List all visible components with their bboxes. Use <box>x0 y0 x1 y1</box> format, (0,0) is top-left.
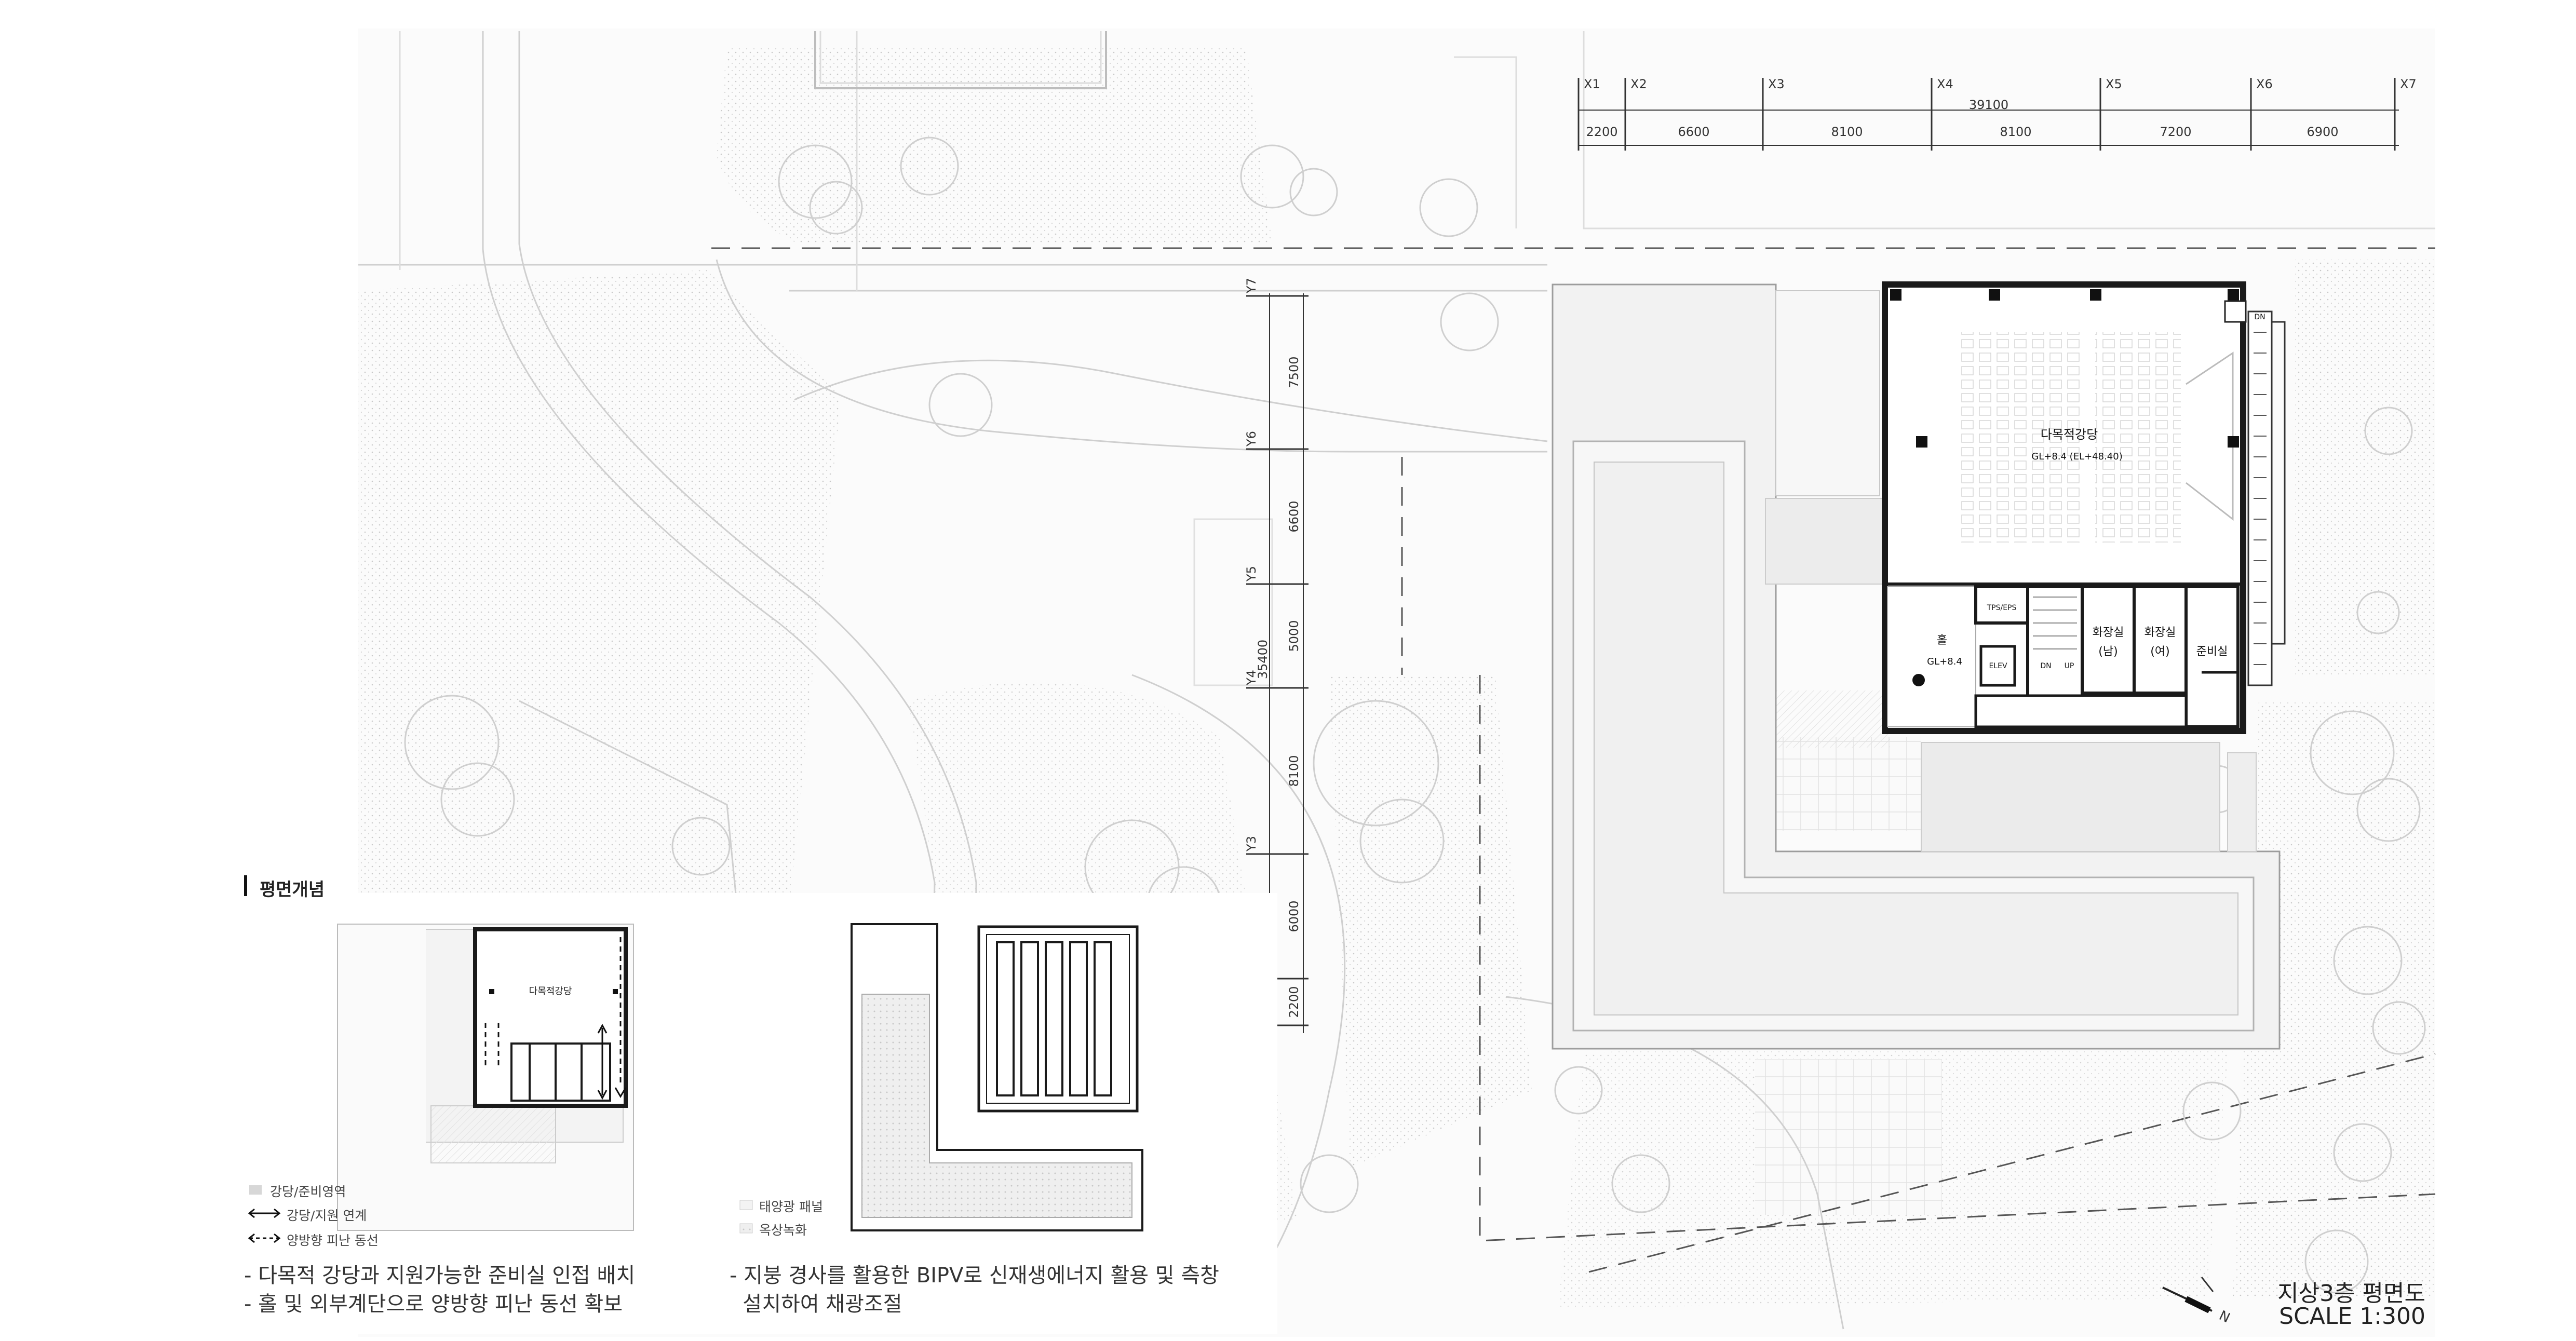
label-dn-stair: DN <box>2254 313 2265 321</box>
grid-x-span-2: 6600 <box>1678 125 1709 139</box>
legend-text-green: 옥상녹화 <box>759 1223 807 1238</box>
grid-y7: Y7 <box>1244 278 1259 294</box>
drawing-title: 지상3층 평면도 <box>2277 1280 2425 1307</box>
room-auditorium: 다목적강당 <box>2041 427 2098 442</box>
room-prep: 준비실 <box>2196 645 2228 658</box>
legend-item-green: 옥상녹화 <box>759 1220 807 1239</box>
grid-x6: X6 <box>2256 77 2273 91</box>
grid-x3: X3 <box>1768 77 1785 91</box>
grid-y-span-4: 8100 <box>1287 755 1301 787</box>
grid-x4: X4 <box>1937 77 1953 91</box>
legend-item-evac: 양방향 피난 동선 <box>287 1230 379 1249</box>
room-tps: TPS/EPS <box>1987 604 2017 612</box>
grid-y-total: 35400 <box>1256 640 1270 679</box>
site-boundary <box>711 247 2436 1273</box>
room-toilet-m-sub: (남) <box>2098 645 2118 658</box>
level-hall: GL+8.4 <box>1927 656 1962 667</box>
l-shaped-building <box>1552 283 2281 1050</box>
grid-y-span-3: 5000 <box>1287 620 1301 652</box>
legend-panel-swatch <box>739 1200 753 1210</box>
grid-x-dimensions <box>1577 78 2399 151</box>
grid-y-span-6: 2200 <box>1287 986 1301 1018</box>
concept-diagram-plan: 다목적강당 <box>337 924 634 1231</box>
grid-x-span-3: 8100 <box>1831 125 1863 139</box>
level-auditorium: GL+8.4 (EL+48.40) <box>2031 451 2122 462</box>
legend-symbols <box>248 1185 753 1243</box>
grid-x-span-1: 2200 <box>1586 125 1617 139</box>
grid-y4: Y4 <box>1244 670 1259 686</box>
legend-text-evac: 양방향 피난 동선 <box>287 1233 379 1248</box>
concept-plan-label: 다목적강당 <box>529 986 572 997</box>
label-up: UP <box>2065 662 2074 670</box>
legend-text-area: 강당/준비영역 <box>270 1184 346 1199</box>
roof-note-1: - 지붕 경사를 활용한 BIPV로 신재생에너지 활용 및 측창 <box>730 1264 1219 1288</box>
north-arrow-icon: N <box>2162 1277 2232 1326</box>
legend-text-solar: 태양광 패널 <box>759 1199 823 1214</box>
room-toilet-f-sub: (여) <box>2150 645 2169 658</box>
legend-item-link: 강당/지원 연계 <box>287 1205 367 1224</box>
legend-text-link: 강당/지원 연계 <box>287 1208 367 1223</box>
legend-item-solar: 태양광 패널 <box>759 1197 823 1215</box>
room-hall: 홀 <box>1937 634 1947 647</box>
grid-x-span-6: 6900 <box>2307 125 2338 139</box>
room-elev: ELEV <box>1989 662 2007 670</box>
legend-item-area: 강당/준비영역 <box>270 1182 346 1200</box>
drawing-scale: SCALE 1:300 <box>2279 1303 2425 1330</box>
legend-green-swatch <box>739 1223 753 1234</box>
grid-y5: Y5 <box>1244 566 1259 582</box>
concept-note-1: - 다목적 강당과 지원가능한 준비실 인접 배치 <box>244 1264 636 1288</box>
concept-heading-bar <box>244 875 247 896</box>
grid-x5: X5 <box>2106 77 2122 91</box>
concept-diagram-roof <box>851 923 1143 1231</box>
grid-y-span-5: 6000 <box>1287 900 1301 932</box>
auditorium-plan <box>1882 281 2286 734</box>
grid-x-total: 39100 <box>1969 98 2008 112</box>
concept-note-2: - 홀 및 외부계단으로 양방향 피난 동선 확보 <box>244 1292 623 1316</box>
room-toilet-f: 화장실 <box>2145 626 2176 639</box>
grid-x2: X2 <box>1630 77 1647 91</box>
concept-heading: 평면개념 <box>260 879 325 900</box>
grid-x-labels: X1 X2 X3 X4 X5 X6 X7 39100 2200 6600 810… <box>1584 77 2417 139</box>
room-toilet-m: 화장실 <box>2093 626 2124 639</box>
grid-x1: X1 <box>1584 77 1600 91</box>
double-arrow-icon <box>248 1208 281 1218</box>
grid-x7: X7 <box>2400 77 2417 91</box>
grid-x-span-4: 8100 <box>2000 125 2031 139</box>
room-labels: 다목적강당 GL+8.4 (EL+48.40) 홀 GL+8.4 TPS/EPS… <box>1927 313 2265 670</box>
grid-y6: Y6 <box>1244 431 1259 447</box>
grid-y3: Y3 <box>1244 836 1259 852</box>
dashed-arrow-icon <box>248 1233 281 1243</box>
label-dn: DN <box>2040 662 2051 670</box>
grid-x-span-5: 7200 <box>2160 125 2191 139</box>
grid-y-span-1: 7500 <box>1287 356 1301 388</box>
site-roads <box>358 31 2435 1330</box>
roof-note-2: 설치하여 채광조절 <box>730 1292 902 1316</box>
legend-fill-swatch <box>249 1185 262 1195</box>
grid-y-span-2: 6600 <box>1287 500 1301 532</box>
